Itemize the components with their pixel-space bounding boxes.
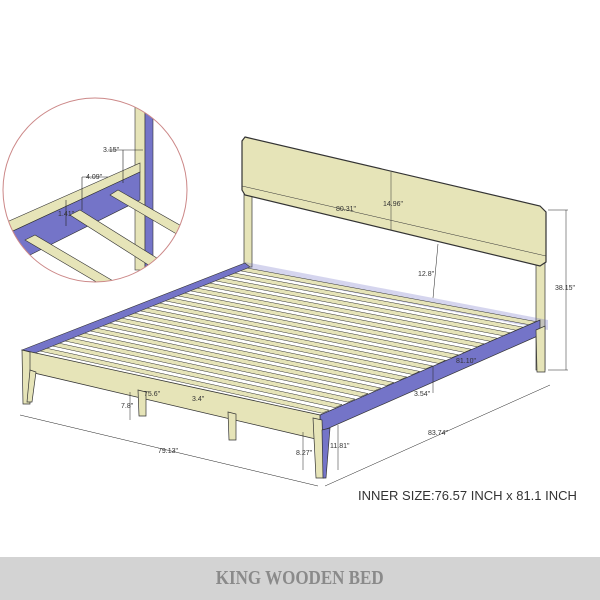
- dim-leg-height: 8.27": [296, 450, 313, 457]
- dim-slat-length: 75.6": [144, 391, 161, 398]
- dim-inset-slat-gap: 4.09": [86, 174, 103, 181]
- dim-headboard-clearance: 12.8": [418, 271, 435, 278]
- dim-total-height: 38.15": [555, 285, 576, 292]
- dimension-labels: 80.31" 14.96" 12.8" 38.15" 81.10" 3.54" …: [121, 201, 576, 457]
- dim-side-rail-height: 3.54": [414, 391, 431, 398]
- dim-overall-width: 79.13": [158, 448, 179, 455]
- dim-inset-slat-thickness: 1.41": [58, 211, 75, 218]
- legs: [21, 325, 546, 479]
- headboard: [241, 136, 547, 371]
- dim-frame-height: 11.81": [330, 443, 350, 450]
- dim-inset-rail-gap: 3.15": [103, 147, 120, 154]
- dim-overall-length: 83.74": [428, 430, 449, 437]
- slats: [31, 267, 537, 414]
- product-title: KING WOODEN BED: [216, 567, 384, 589]
- inner-size-note: INNER SIZE:76.57 INCH x 81.1 INCH: [358, 488, 577, 503]
- detail-inset: 3.15" 4.09" 1.41": [2, 97, 188, 283]
- bed-drawing: 3.15" 4.09" 1.41": [2, 97, 576, 487]
- dimension-lines: [19, 209, 568, 487]
- dim-center-leg-height: 7.8": [121, 403, 134, 410]
- title-banner: KING WOODEN BED: [0, 557, 600, 600]
- dim-headboard-height: 14.96": [383, 201, 404, 208]
- dim-side-rail-length: 81.10": [456, 358, 477, 365]
- dim-slat-width: 3.4": [192, 396, 205, 403]
- dim-headboard-width: 80.31": [336, 206, 357, 213]
